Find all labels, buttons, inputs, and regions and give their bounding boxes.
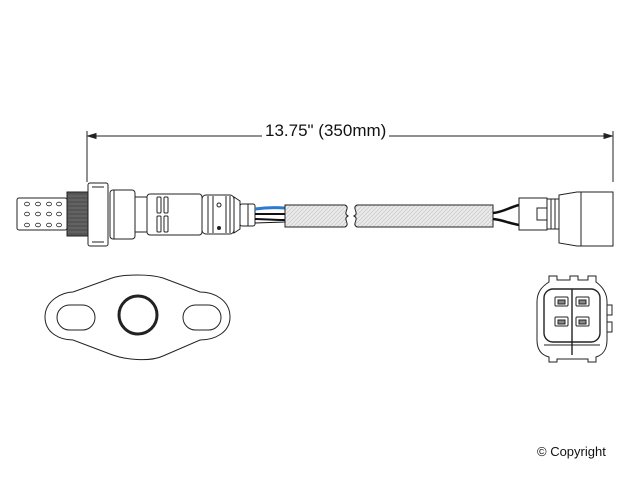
connector-icon <box>518 191 614 247</box>
connector-pinout-icon <box>536 275 613 363</box>
copyright-notice: © Copyright <box>537 444 606 459</box>
wire-harness <box>254 206 286 224</box>
connector-wires <box>492 203 520 227</box>
gasket-icon <box>44 274 231 361</box>
oxygen-sensor-icon <box>16 182 256 247</box>
cable-icon <box>284 204 494 228</box>
length-dimension-label: 13.75" (350mm) <box>262 121 390 141</box>
